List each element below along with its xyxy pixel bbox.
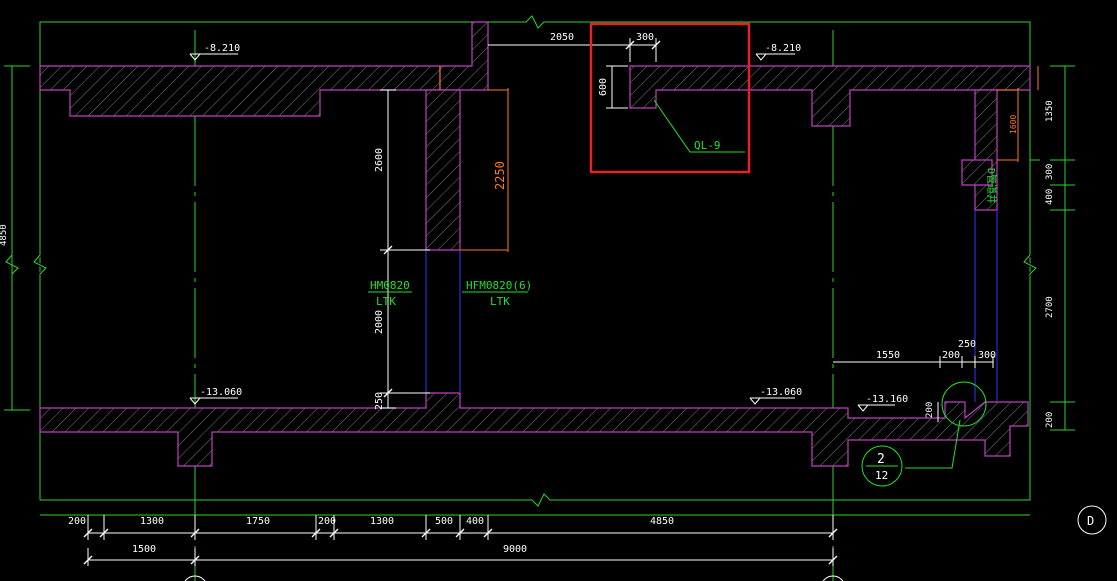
lower-height-dim: 2000: [374, 310, 385, 334]
bottom-dim-4: 1300: [370, 516, 394, 527]
bottom-dim-3: 200: [318, 516, 336, 527]
shaft-label: D管道井: [985, 168, 998, 204]
detail-sheet: 12: [875, 469, 888, 482]
upper-height-dim: 2600: [374, 148, 385, 172]
door-left-code: HM0820: [370, 279, 410, 292]
bottom-dim-1: 1300: [140, 516, 164, 527]
axis-bubble-left: [184, 575, 206, 581]
bottom-total-1: 9000: [503, 544, 527, 555]
elev-top-left: -8.210: [204, 43, 240, 54]
right-orange-1600: 1600: [1009, 115, 1018, 134]
elev-bottom-mid: -13.060: [760, 387, 802, 398]
bottom-dim-7: 4850: [650, 516, 674, 527]
detail-number: 2: [877, 452, 885, 467]
elev-bottom-right: -13.160: [866, 394, 908, 405]
right-dim-3: 2700: [1045, 296, 1055, 318]
detail-callout: [861, 381, 987, 487]
beam-label: QL-9: [694, 139, 721, 152]
right-h-200: 200: [942, 350, 960, 361]
beam-width-dim: 300: [636, 32, 654, 43]
right-h-1550: 1550: [876, 350, 900, 361]
left-outer-dim: 4850: [0, 224, 9, 246]
highlight-box: [589, 22, 751, 174]
right-h-250: 250: [958, 339, 976, 350]
door-left-sub: LTK: [376, 295, 396, 308]
axis-bubble-right: [822, 575, 844, 581]
grid-lines: [4, 15, 1075, 581]
door-right-sub: LTK: [490, 295, 510, 308]
beam-leader: [368, 99, 745, 293]
bottom-total-0: 1500: [132, 544, 156, 555]
right-h-300: 300: [978, 350, 996, 361]
right-dim-1: 300: [1045, 164, 1055, 180]
door-right-code: HFM0820(6): [466, 279, 532, 292]
dimension-lines: [87, 38, 994, 566]
beam-height-dim: 600: [598, 78, 609, 96]
bottom-dim-5: 500: [435, 516, 453, 527]
bottom-dim-0: 200: [68, 516, 86, 527]
right-dim-0: 1350: [1045, 100, 1055, 122]
elevation-markers: [189, 53, 895, 412]
bottom-dim-6: 400: [466, 516, 484, 527]
axis-bubble-d: [1077, 505, 1107, 535]
orange-height-dim: 2250: [493, 161, 507, 190]
elev-top-right: -8.210: [765, 43, 801, 54]
right-dim-2: 400: [1045, 189, 1055, 205]
axis-label-d: D: [1087, 514, 1094, 528]
base-height-dim: 250: [374, 392, 385, 410]
dimension-ticks: [83, 40, 838, 565]
walls: [39, 21, 1031, 467]
right-dim-4: 200: [1045, 412, 1055, 428]
elev-bottom-left: -13.060: [200, 387, 242, 398]
top-span-dim: 2050: [550, 32, 574, 43]
orange-annotations: [439, 66, 1039, 252]
right-v-200: 200: [925, 402, 935, 418]
bottom-dim-2: 1750: [246, 516, 270, 527]
door-lines: [425, 210, 998, 402]
